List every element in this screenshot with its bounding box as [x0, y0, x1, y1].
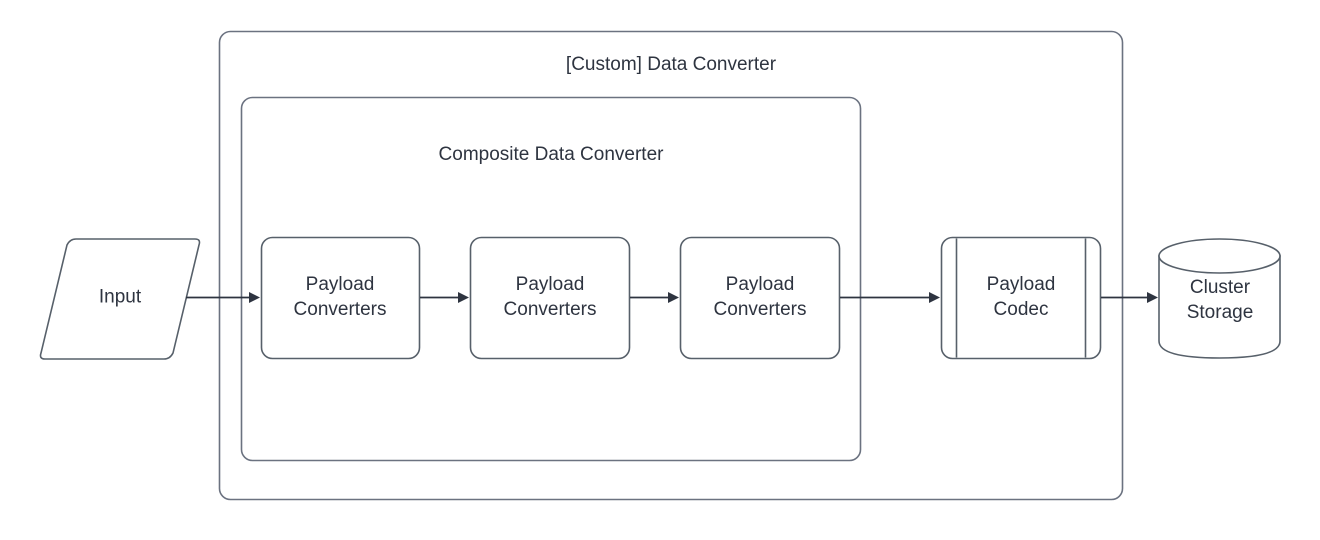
node-payload-converters-1-label: Payload Converters	[293, 273, 387, 320]
node-payload-converters-2-label: Payload Converters	[503, 273, 597, 320]
node-payload-converters-3-label: Payload Converters	[713, 273, 807, 320]
node-payload-converters-1-shape[interactable]	[260, 236, 421, 360]
node-cluster-storage-shape[interactable]	[1158, 255, 1281, 359]
node-payload-codec-shape[interactable]	[940, 236, 1102, 360]
container-custom-data-converter-label: [Custom] Data Converter	[565, 54, 777, 75]
node-input-shape[interactable]	[39, 238, 201, 360]
node-payload-codec-label: Payload Codec	[986, 273, 1056, 320]
node-input-label: Input	[98, 286, 142, 308]
edge-pc1-pc2-arrowhead	[458, 292, 469, 303]
node-payload-converters-3-shape[interactable]	[679, 236, 841, 360]
edge-input-pc1-arrowhead	[249, 292, 260, 303]
node-cluster-storage-label: Cluster Storage	[1186, 276, 1254, 323]
edge-pc3-codec-arrowhead	[929, 292, 940, 303]
edge-codec-storage-arrowhead	[1147, 292, 1158, 303]
container-composite-data-converter-label: Composite Data Converter	[438, 144, 664, 165]
edge-pc2-pc3-arrowhead	[668, 292, 679, 303]
cluster-storage-top-ellipse	[1158, 238, 1281, 274]
node-payload-converters-2-shape[interactable]	[469, 236, 631, 360]
